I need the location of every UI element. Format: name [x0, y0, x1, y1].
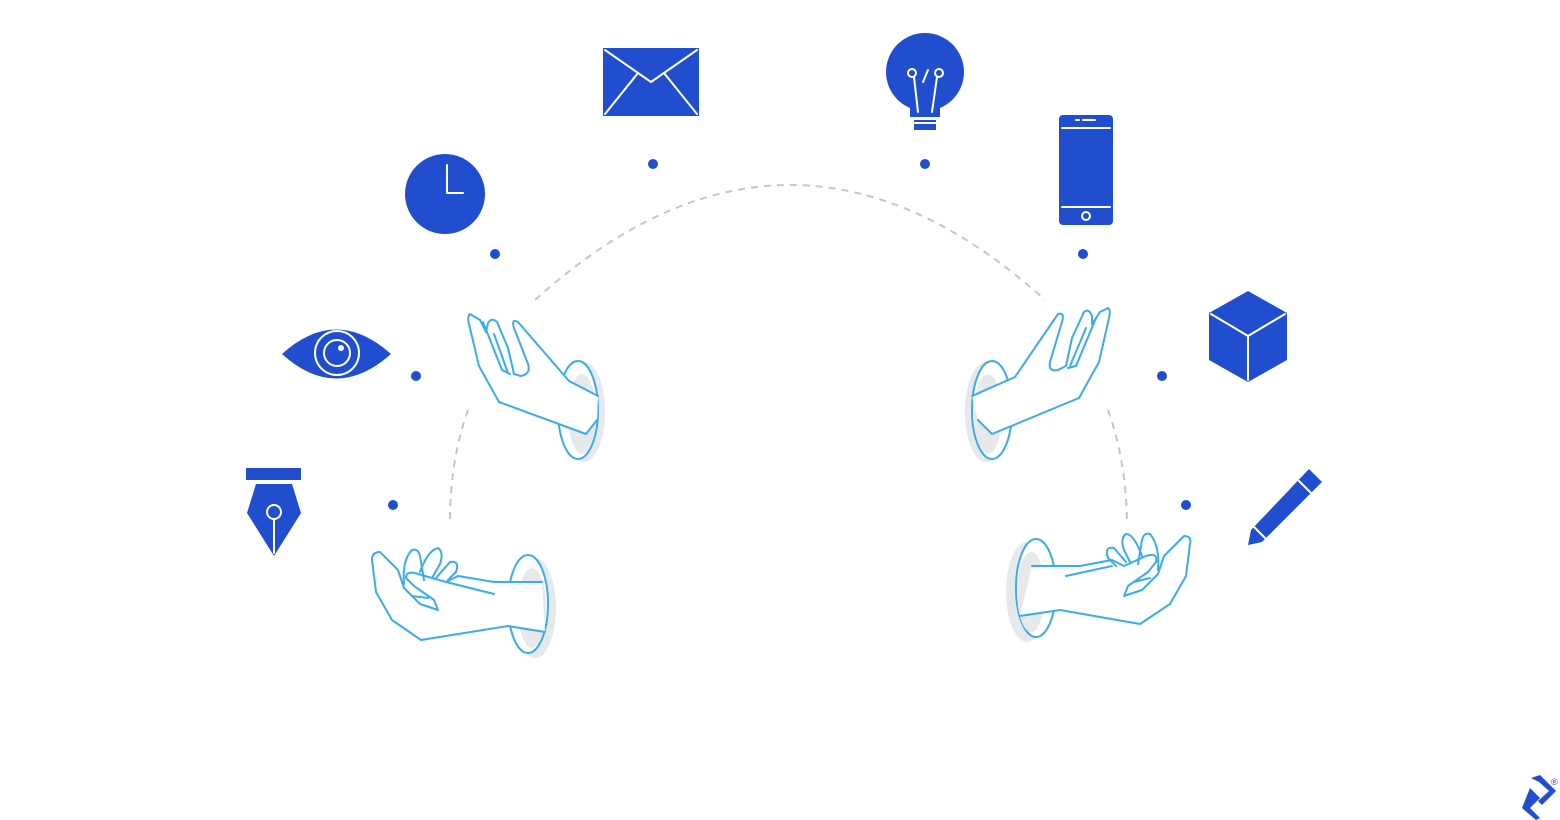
dot-phone: [1078, 249, 1088, 259]
smartphone-icon: [1059, 115, 1113, 225]
toptal-logo: ®: [1522, 775, 1558, 820]
right-dashed-arc: [1107, 409, 1128, 523]
hand-bottom-right: [1006, 532, 1192, 642]
dashed-arcs: [449, 184, 1128, 523]
connector-dots: [388, 159, 1191, 510]
dot-envelope: [648, 159, 658, 169]
dot-cube: [1157, 371, 1167, 381]
hand-top-right: [965, 307, 1111, 462]
pen-nib-icon: [246, 468, 301, 556]
clock-icon: [405, 154, 485, 234]
dot-pen: [388, 500, 398, 510]
cube-icon: [1209, 291, 1287, 382]
registered-mark: ®: [1551, 777, 1558, 787]
hand-top-left: [467, 313, 605, 462]
dot-clock: [490, 249, 500, 259]
top-dashed-arc: [534, 184, 1046, 301]
hand-bottom-left: [371, 547, 556, 658]
dot-eye: [411, 371, 421, 381]
dot-lightbulb: [920, 159, 930, 169]
envelope-icon: [603, 48, 699, 116]
left-dashed-arc: [449, 409, 469, 523]
lightbulb-icon: [886, 33, 964, 130]
eye-icon: [282, 329, 391, 379]
pencil-icon: [1248, 469, 1322, 545]
dot-pencil: [1181, 500, 1191, 510]
